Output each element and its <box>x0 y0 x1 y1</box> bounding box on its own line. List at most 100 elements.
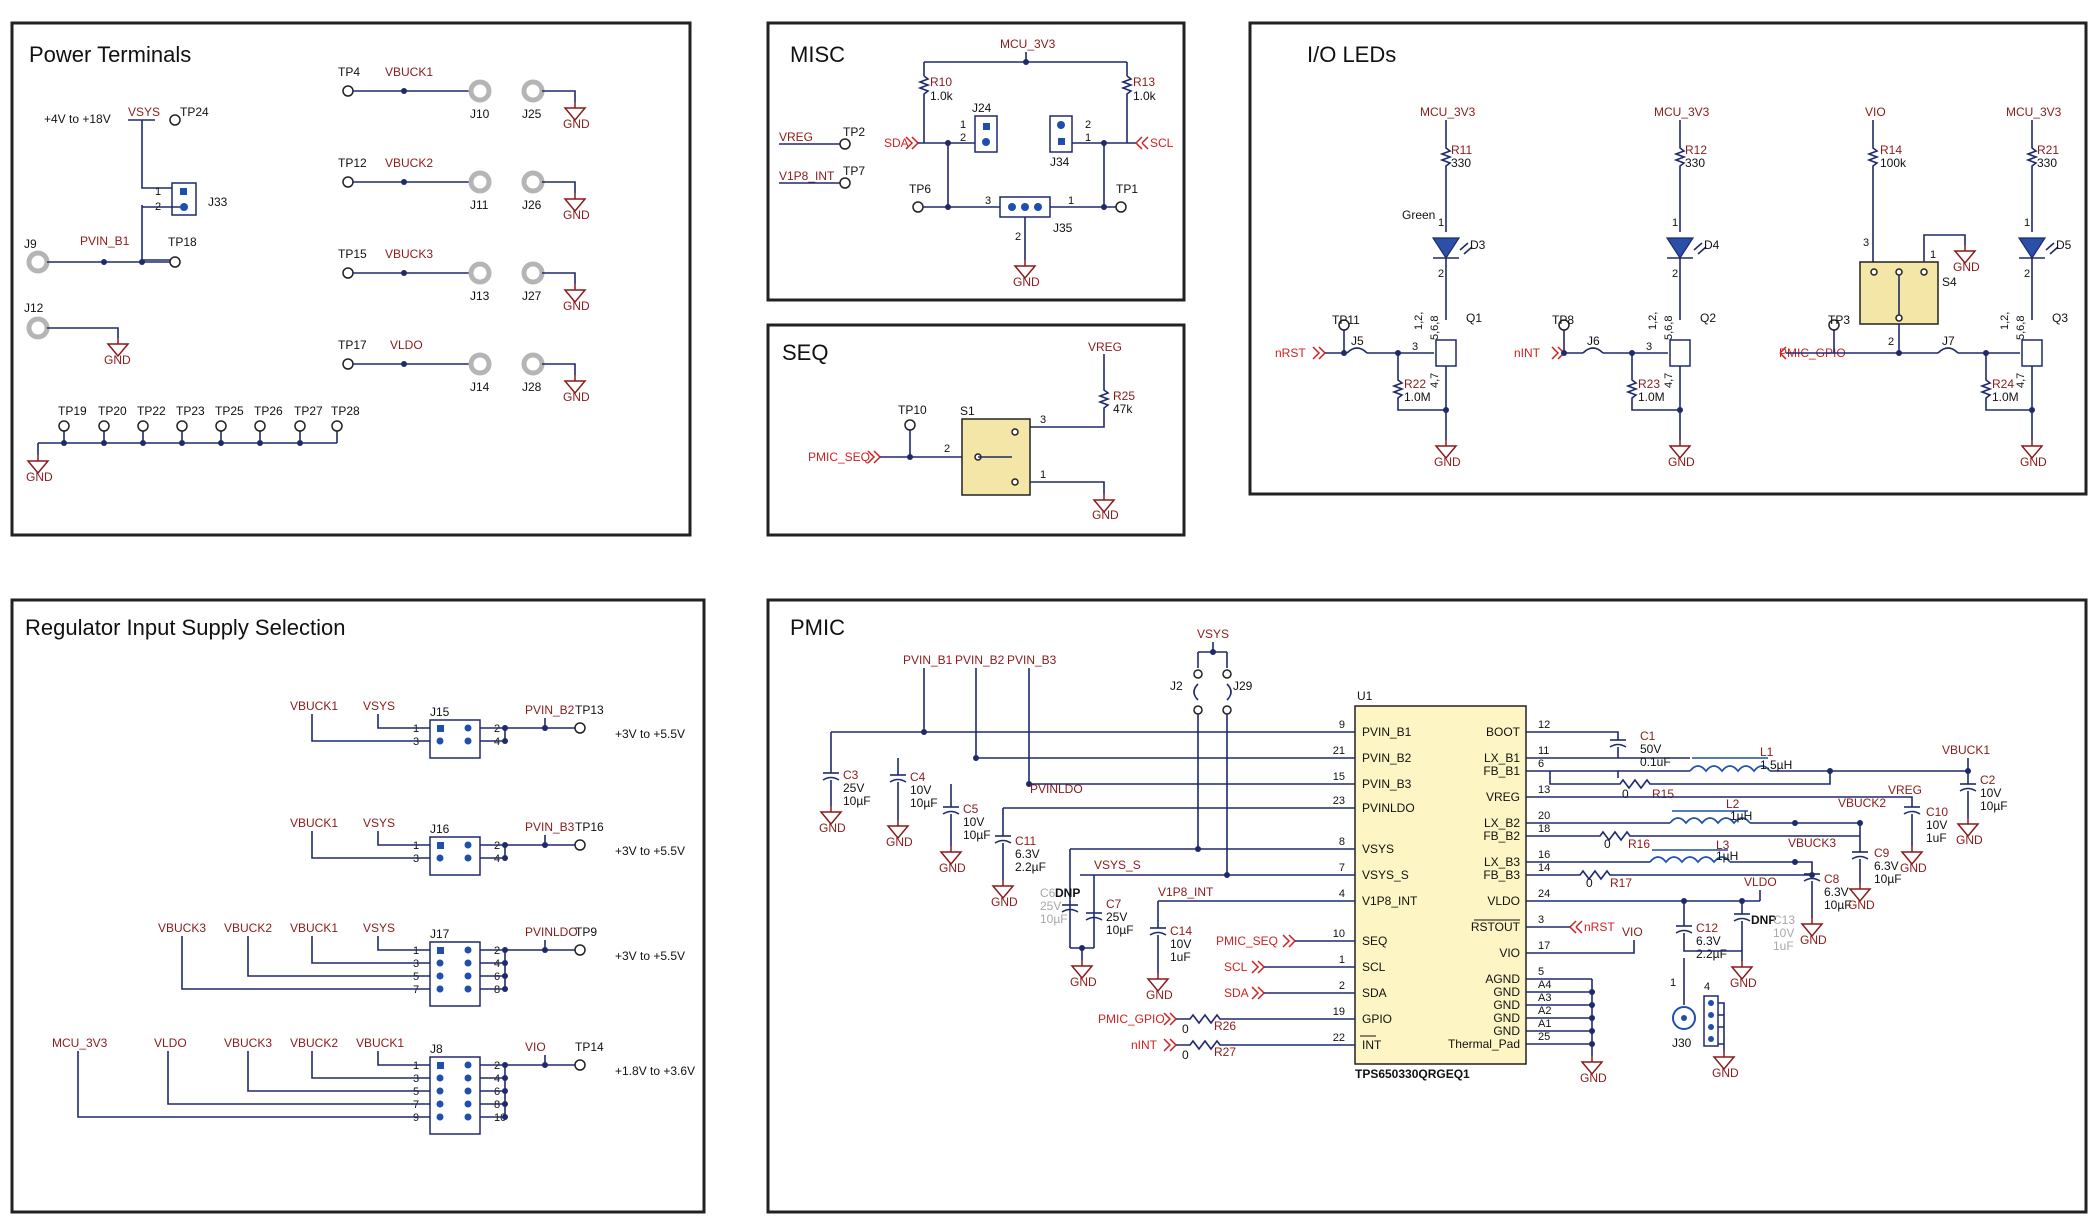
c5-value: 10µF <box>963 828 991 842</box>
tp28-testpoint[interactable] <box>331 420 343 432</box>
tp19-testpoint[interactable] <box>58 420 70 432</box>
l3-value: 1µH <box>1716 849 1738 863</box>
tp20-testpoint[interactable] <box>98 420 110 432</box>
tp14-testpoint[interactable] <box>574 1059 586 1071</box>
j16-label: J16 <box>430 822 450 836</box>
tp17-testpoint[interactable] <box>342 358 354 370</box>
tp6-testpoint[interactable] <box>912 201 924 213</box>
vbuck1-label: VBUCK1 <box>385 65 433 79</box>
gnd-label: GND <box>1956 833 1983 847</box>
svg-text:3: 3 <box>413 736 419 748</box>
tp22-label: TP22 <box>137 404 166 418</box>
output-net-label: PVIN_B3 <box>525 820 575 834</box>
j14-label: J14 <box>470 380 490 394</box>
source-net-label: VSYS <box>363 699 395 713</box>
tp7-testpoint[interactable] <box>839 177 851 189</box>
j27-jack[interactable] <box>521 261 545 285</box>
source-net-label: MCU_3V3 <box>52 1036 108 1050</box>
led-icon <box>1431 237 1461 260</box>
sda-net-label: SDA <box>884 136 909 150</box>
tp1-testpoint[interactable] <box>1115 201 1127 213</box>
j28-jack[interactable] <box>521 352 545 376</box>
u1-label: U1 <box>1357 689 1373 703</box>
j9-jack[interactable] <box>26 250 50 274</box>
pin-name: GND <box>1493 1024 1520 1038</box>
j34-header <box>1049 115 1073 153</box>
tp25-testpoint[interactable] <box>215 420 227 432</box>
svg-text:3: 3 <box>413 1073 419 1085</box>
pin-number: 12 <box>1538 719 1550 731</box>
pin-name: V1P8_INT <box>1362 894 1418 908</box>
source-net-label: VSYS <box>363 921 395 935</box>
c1-value: 0.1uF <box>1640 755 1671 769</box>
jumper-label: J6 <box>1587 334 1600 348</box>
mcu-3v3-net-label: MCU_3V3 <box>1000 37 1056 51</box>
gate-testpoint[interactable] <box>1558 319 1570 331</box>
pulldown-value: 1.0M <box>1638 390 1665 404</box>
tp19-label: TP19 <box>58 404 87 418</box>
supply-net-label: MCU_3V3 <box>2006 105 2062 119</box>
section-title-pmic: PMIC <box>790 615 845 640</box>
j12-jack[interactable] <box>26 316 50 340</box>
c6-voltage: 25V <box>1040 899 1061 913</box>
vsys-net-label: VSYS <box>128 105 160 119</box>
gate-testpoint[interactable] <box>1338 319 1350 331</box>
j9-label: J9 <box>24 237 37 251</box>
tp4-testpoint[interactable] <box>342 85 354 97</box>
tp26-testpoint[interactable] <box>254 420 266 432</box>
vbuck1-terminal-row: TP4 VBUCK1 J10 J25 GND <box>338 65 590 131</box>
tp24-testpoint[interactable] <box>169 114 181 126</box>
svg-text:4,7: 4,7 <box>2015 373 2027 388</box>
j13-jack[interactable] <box>468 261 492 285</box>
tp16-testpoint[interactable] <box>574 839 586 851</box>
j10-jack[interactable] <box>468 79 492 103</box>
tp27-testpoint[interactable] <box>294 420 306 432</box>
svg-text:2: 2 <box>944 443 950 455</box>
tp22-testpoint[interactable] <box>137 420 149 432</box>
c12-voltage: 6.3V <box>1696 934 1721 948</box>
gate-net-label: nRST <box>1275 346 1306 360</box>
svg-text:1: 1 <box>413 723 419 735</box>
v1p8-int-net-label: V1P8_INT <box>779 169 835 183</box>
section-title-regulator-input: Regulator Input Supply Selection <box>25 615 345 640</box>
j26-jack[interactable] <box>521 170 545 194</box>
tp23-testpoint[interactable] <box>176 420 188 432</box>
tp15-testpoint[interactable] <box>342 267 354 279</box>
tp13-testpoint[interactable] <box>574 722 586 734</box>
vbuck3-terminal-row: TP15 VBUCK3 J13 J27 GND <box>338 247 590 313</box>
pvin-b2-net-label: PVIN_B2 <box>955 653 1005 667</box>
c6-label: C6 <box>1040 886 1056 900</box>
gnd-label: GND <box>819 821 846 835</box>
s4-label: S4 <box>1942 275 1957 289</box>
frame-regulator-input <box>10 598 706 1214</box>
tp17-label: TP17 <box>338 338 367 352</box>
pin-name: GND <box>1493 998 1520 1012</box>
resistor-label: R11 <box>1451 143 1472 157</box>
j25-jack[interactable] <box>521 79 545 103</box>
pin-number: A1 <box>1538 1018 1551 1030</box>
tp2-testpoint[interactable] <box>839 138 851 150</box>
c8-voltage: 6.3V <box>1824 885 1849 899</box>
svg-text:4,7: 4,7 <box>1429 373 1441 388</box>
gate-testpoint[interactable] <box>1828 319 1840 331</box>
section-title-seq: SEQ <box>782 340 828 365</box>
j14-jack[interactable] <box>468 352 492 376</box>
tp10-testpoint[interactable] <box>904 419 916 431</box>
j11-jack[interactable] <box>468 170 492 194</box>
svg-text:2: 2 <box>1888 336 1894 348</box>
r13-label: R13 <box>1133 75 1155 89</box>
svg-text:4: 4 <box>494 853 500 865</box>
range-label: +3V to +5.5V <box>615 949 685 963</box>
gnd-label: GND <box>1580 1071 1607 1085</box>
tp26-label: TP26 <box>254 404 283 418</box>
c14-value: 1uF <box>1170 950 1191 964</box>
tp9-testpoint[interactable] <box>574 944 586 956</box>
tp12-testpoint[interactable] <box>342 176 354 188</box>
gnd-label: GND <box>104 353 131 367</box>
pin-number: 16 <box>1538 849 1550 861</box>
resistor-value: 330 <box>2037 156 2057 170</box>
tp28-label: TP28 <box>331 404 360 418</box>
tp18-testpoint[interactable] <box>169 256 181 268</box>
gnd-label: GND <box>1092 508 1119 522</box>
